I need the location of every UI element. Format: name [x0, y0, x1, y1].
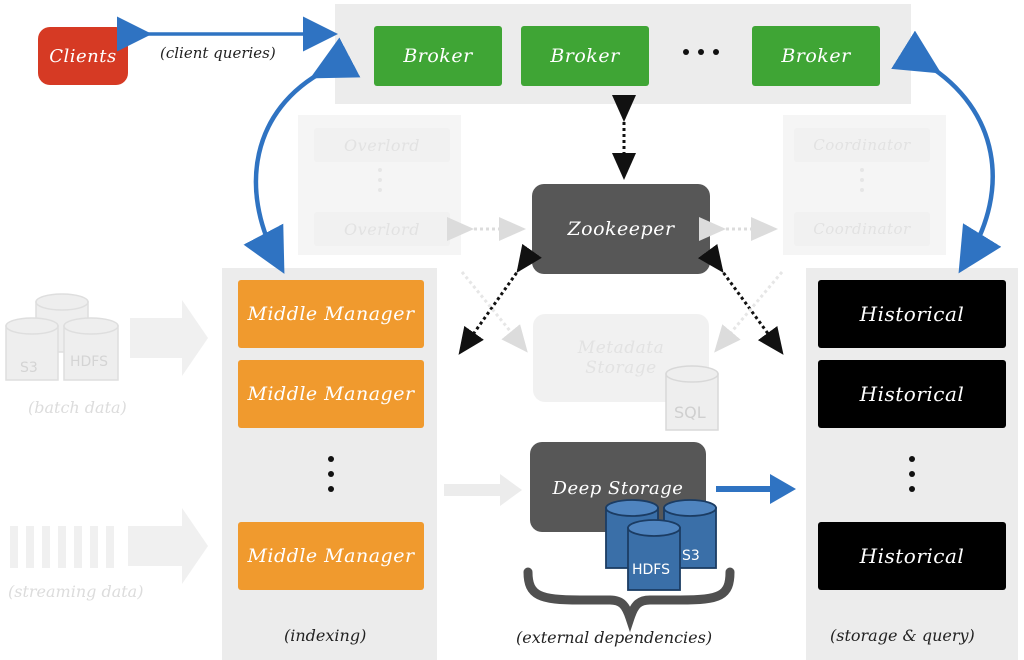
- external-dependencies-brace: [523, 567, 735, 633]
- broker-historical-arrow: [891, 30, 1002, 274]
- batch-data-label: (batch data): [28, 398, 127, 417]
- middle-manager-1: Middle Manager: [238, 280, 424, 348]
- deep-hdfs-label: HDFS: [632, 562, 670, 578]
- middle-manager-2: Middle Manager: [238, 360, 424, 428]
- deep-storage-label: Deep Storage: [552, 478, 684, 499]
- metadata-storage-label: Metadata Storage: [577, 338, 665, 378]
- broker-2: Broker: [521, 26, 649, 86]
- sql-label: SQL: [674, 403, 706, 422]
- historical-1: Historical: [818, 280, 1006, 348]
- sql-cylinder: [665, 365, 719, 431]
- streaming-data-label: (streaming data): [8, 582, 144, 601]
- broker-ellipsis: [683, 49, 719, 55]
- middle-manager-3: Middle Manager: [238, 522, 424, 590]
- clients-box: Clients: [38, 27, 128, 85]
- broker-indexing-arrow: [243, 37, 361, 274]
- deep-storage-cylinders: [605, 499, 717, 591]
- storage-query-label: (storage & query): [830, 626, 975, 645]
- coordinator-ellipsis: [860, 168, 864, 192]
- batch-s3-label: S3: [20, 360, 38, 376]
- historical-3: Historical: [818, 522, 1006, 590]
- deep-s3-label: S3: [682, 548, 700, 564]
- external-dependencies-label: (external dependencies): [516, 628, 713, 647]
- batch-hdfs-label: HDFS: [70, 354, 108, 370]
- middle-manager-ellipsis: [328, 456, 334, 492]
- zk-mm-arrow: [458, 243, 542, 355]
- batch-cylinders: [5, 293, 119, 381]
- zookeeper-box: Zookeeper: [532, 184, 710, 274]
- overlord-ellipsis: [378, 168, 382, 192]
- indexing-label: (indexing): [284, 626, 367, 645]
- historical-ellipsis: [909, 456, 915, 492]
- historical-2: Historical: [818, 360, 1006, 428]
- broker-1: Broker: [374, 26, 502, 86]
- broker-3: Broker: [752, 26, 880, 86]
